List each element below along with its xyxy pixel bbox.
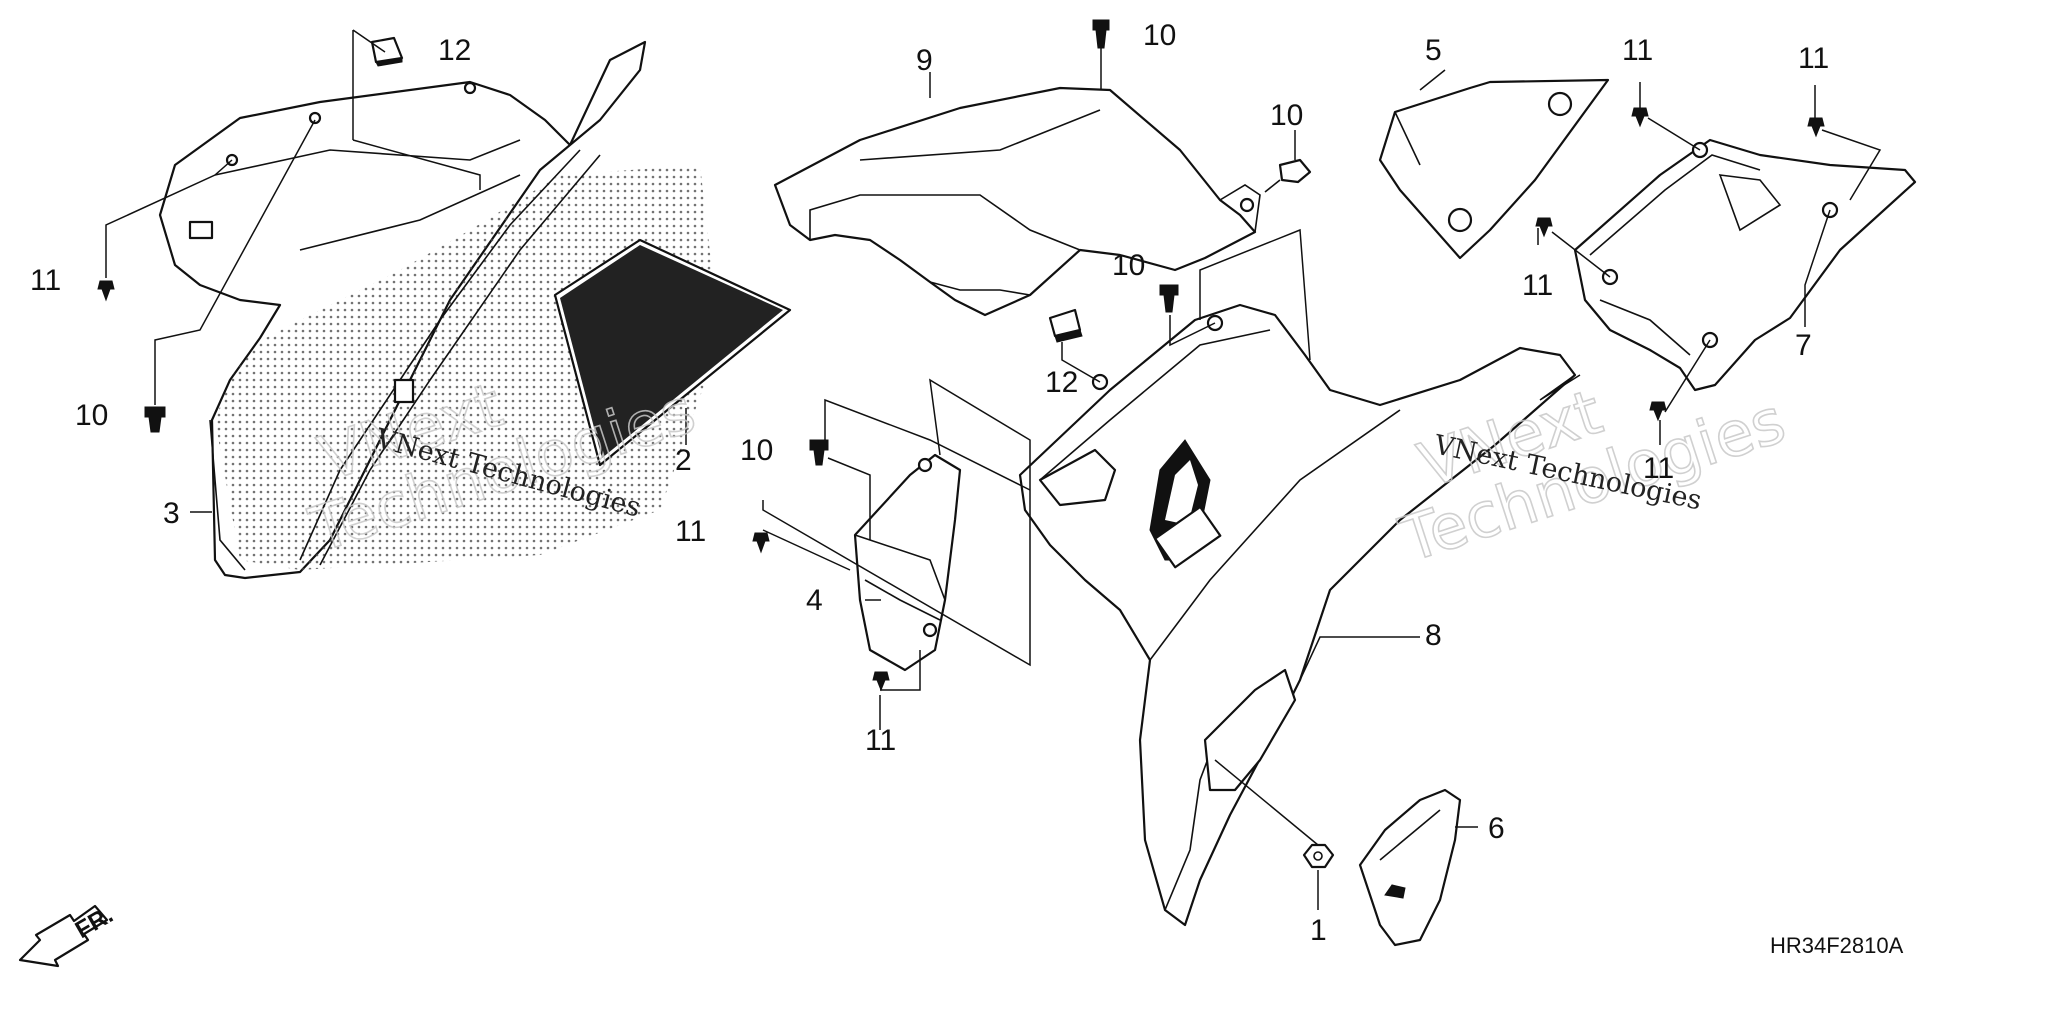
callout-3: 3: [163, 497, 180, 530]
part-8-main-center-cover[interactable]: [1018, 303, 1577, 927]
callout-1: 1: [1310, 914, 1327, 947]
callout-10a: 10: [75, 399, 108, 432]
callout-11e: 11: [1798, 42, 1829, 75]
part-2-pad[interactable]: [553, 238, 792, 467]
diagram-code: HR34F2810A: [1770, 933, 1904, 958]
callout-11f: 11: [1522, 269, 1553, 302]
part-7-right-cover[interactable]: [1573, 138, 1917, 392]
callout-7: 7: [1795, 329, 1812, 362]
part-3-left-side-cover[interactable]: [158, 40, 720, 580]
part-11-screw-far-right[interactable]: [1807, 117, 1825, 138]
part-10-clip-upper-right[interactable]: [1264, 158, 1312, 193]
part-11-screw-left[interactable]: [97, 280, 115, 302]
callout-11c: 11: [865, 724, 896, 757]
leader-lines: [105, 29, 1882, 910]
part-10-bolt-left[interactable]: [144, 406, 166, 433]
callout-11d: 11: [1622, 34, 1653, 67]
callout-12b: 12: [1045, 366, 1078, 399]
part-5-plate[interactable]: [1378, 78, 1610, 260]
callout-11g: 11: [1643, 452, 1674, 485]
part-10-bolt-top[interactable]: [1092, 19, 1110, 49]
part-1-nut[interactable]: [1302, 843, 1335, 869]
callout-9: 9: [916, 44, 933, 77]
callout-6: 6: [1488, 812, 1505, 845]
callout-12a: 12: [438, 34, 471, 67]
callout-5: 5: [1425, 34, 1442, 67]
part-11-screw-right-bottom[interactable]: [1649, 401, 1667, 422]
part-9-top-cover[interactable]: [773, 86, 1261, 317]
part-12-clip-center[interactable]: [1048, 308, 1083, 343]
part-12-clip-top-left[interactable]: [370, 36, 404, 67]
callout-10e: 10: [1112, 249, 1145, 282]
part-10-bolt-center[interactable]: [1159, 284, 1179, 313]
callout-8: 8: [1425, 619, 1442, 652]
part-11-screw-right-left[interactable]: [1535, 217, 1553, 238]
callout-11a: 11: [30, 264, 61, 297]
callout-10c: 10: [1143, 19, 1176, 52]
part-4-inner-bracket[interactable]: [853, 453, 962, 672]
callout-4: 4: [806, 584, 823, 617]
callout-labels: 12 11 10 3 2 10 11 4 11 9 10 10 10 12 5 …: [30, 19, 1829, 947]
callout-2: 2: [675, 444, 692, 477]
callout-11b: 11: [675, 515, 706, 548]
part-6-small-side-cover[interactable]: [1358, 788, 1462, 947]
front-direction-arrow-icon: [18, 904, 109, 968]
part-11-screw-mid[interactable]: [752, 532, 770, 554]
callout-10b: 10: [740, 434, 773, 467]
part-11-screw-right-top[interactable]: [1631, 107, 1649, 128]
part-10-bolt-mid-left[interactable]: [809, 439, 829, 466]
callout-10d: 10: [1270, 99, 1303, 132]
part-11-screw-lower[interactable]: [872, 671, 890, 692]
